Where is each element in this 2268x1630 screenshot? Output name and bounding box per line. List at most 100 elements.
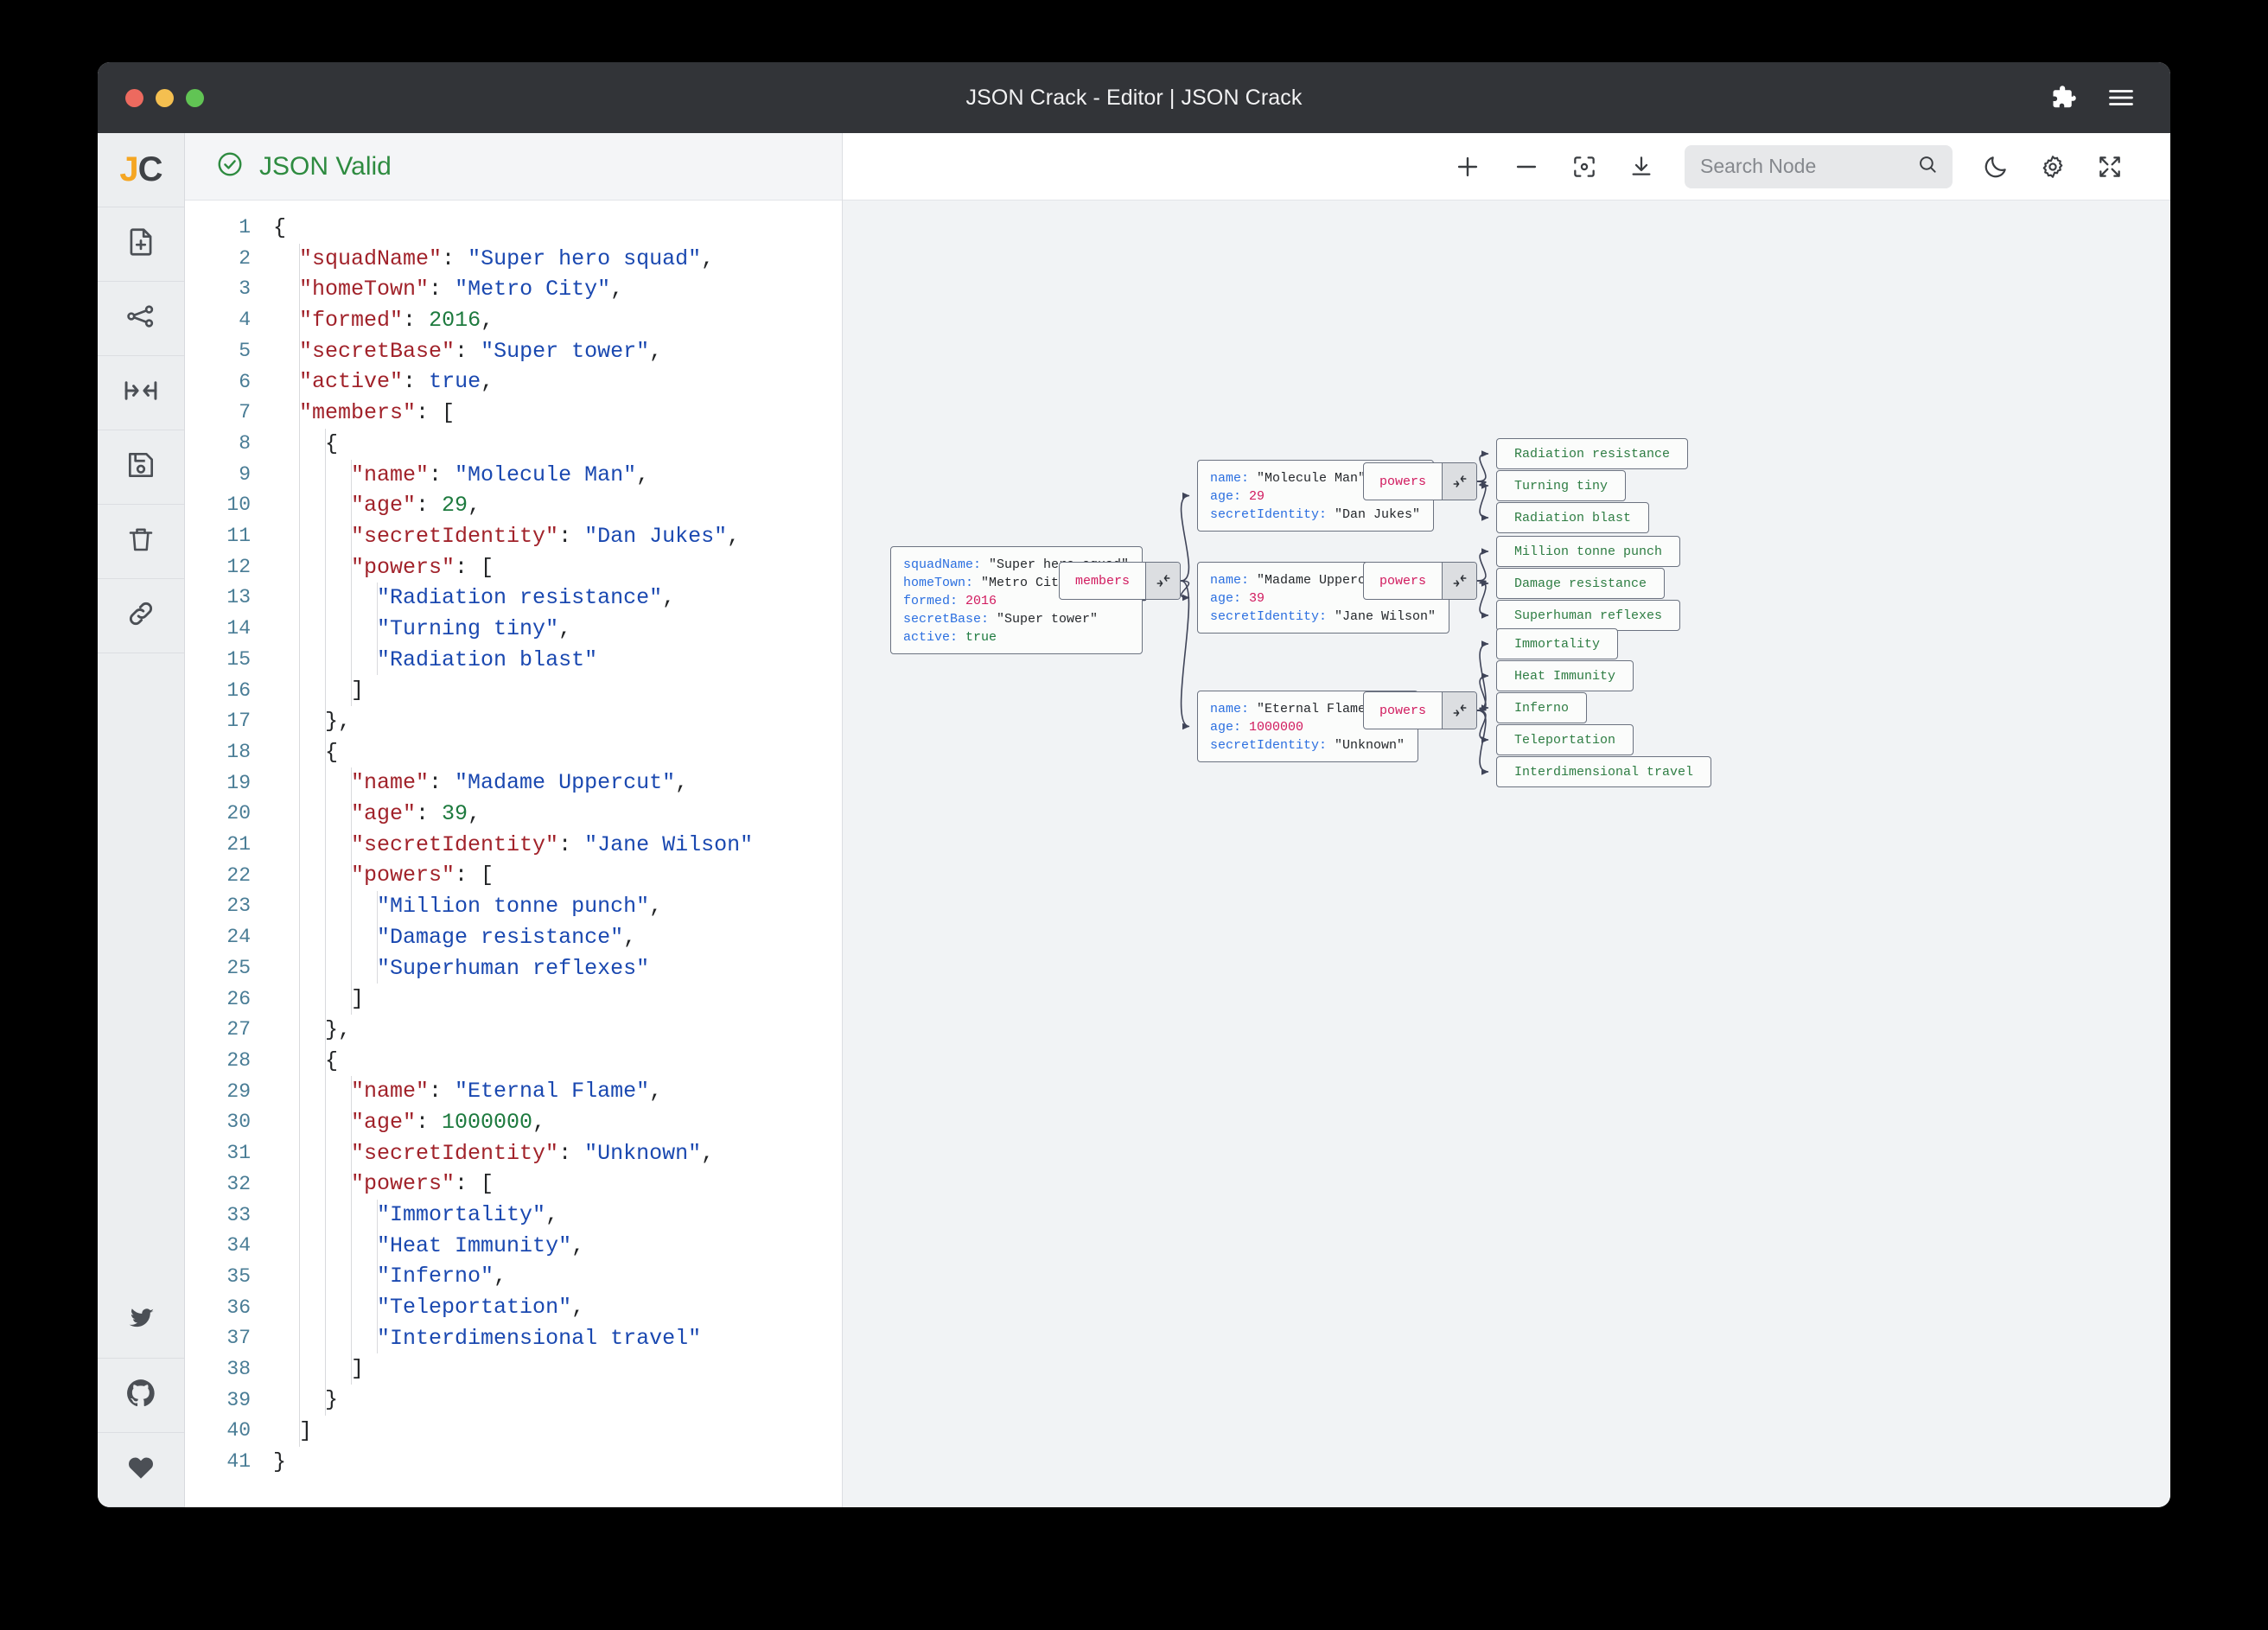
code-line: ] [273,1353,842,1385]
window-controls [98,88,204,107]
code-line: "powers": [ [273,551,842,583]
search-input[interactable] [1698,154,1909,179]
node-power-1-2[interactable]: Turning tiny [1496,470,1626,501]
code-line: "Radiation resistance", [273,583,842,614]
code-line: }, [273,1014,842,1046]
graph-edges [1043,450,1489,775]
code-line: } [273,1385,842,1416]
sidebar-spacer [98,653,184,1284]
search-icon[interactable] [1916,153,1939,180]
dark-mode-icon[interactable] [1982,153,2010,181]
window-titlebar: JSON Crack - Editor | JSON Crack [98,62,2170,133]
search-node-box[interactable] [1685,144,1953,188]
new-document-icon [124,226,157,263]
minimize-button[interactable] [156,88,174,107]
zoom-in-icon[interactable] [1453,152,1482,181]
collapse-node-button[interactable] [1145,563,1180,599]
code-line: } [273,1449,287,1474]
code-line: "squadName": "Super hero squad", [273,243,842,275]
code-line: ] [273,984,842,1015]
collapse-node-button[interactable] [1442,463,1476,500]
link-icon [124,597,157,634]
code-line: "Superhuman reflexes" [273,952,842,984]
node-row: name: "Molecule Man" [1210,471,1367,486]
node-members[interactable]: members [1059,562,1181,600]
github-icon [124,1377,157,1414]
code-line: "members": [ [273,398,842,429]
app-window: JSON Crack - Editor | JSON Crack JC [98,62,2170,1507]
node-power-3-5[interactable]: Interdimensional travel [1496,756,1711,787]
download-icon[interactable] [1628,153,1655,181]
puzzle-piece-icon[interactable] [2051,85,2077,111]
node-row: secretBase: "Super tower" [903,612,1099,627]
collapse-node-button[interactable] [1442,563,1476,599]
code-line: "homeTown": "Metro City", [273,274,842,306]
sidebar-item-share-graph[interactable] [98,282,184,356]
node-power-3-4[interactable]: Teleportation [1496,724,1634,755]
node-power-2-2[interactable]: Damage resistance [1496,568,1665,599]
node-power-3-1[interactable]: Immortality [1496,628,1618,659]
node-power-3-2[interactable]: Heat Immunity [1496,660,1634,691]
code-line: ] [273,675,842,706]
code-line: "Million tonne punch", [273,891,842,922]
sidebar-item-link[interactable] [98,579,184,653]
code-line: }, [273,706,842,737]
save-file-icon [124,449,157,486]
node-row: secretIdentity: "Unknown" [1210,738,1405,753]
sidebar-item-delete[interactable] [98,505,184,579]
maximize-button[interactable] [186,88,204,107]
settings-gear-icon[interactable] [2039,153,2067,181]
graph-canvas[interactable]: squadName: "Super hero squad"homeTown: "… [843,201,2170,1507]
code-line: "powers": [ [273,1168,842,1200]
node-powers-1[interactable]: powers [1363,462,1477,500]
app-body: JC [98,133,2170,1507]
sidebar-item-github[interactable] [98,1359,184,1433]
node-power-2-1[interactable]: Million tonne punch [1496,536,1680,567]
sidebar-item-twitter[interactable] [98,1284,184,1359]
node-label: members [1075,573,1131,589]
app-logo[interactable]: JC [98,133,184,207]
code-content[interactable]: { "squadName": "Super hero squad", "home… [264,201,842,1507]
node-powers-2[interactable]: powers [1363,562,1477,600]
collapse-node-button[interactable] [1442,692,1476,729]
code-line: "name": "Madame Uppercut", [273,767,842,799]
json-status-text: JSON Valid [259,151,392,181]
code-line: "secretIdentity": "Unknown", [273,1137,842,1169]
sidebar-item-support[interactable] [98,1433,184,1507]
window-title: JSON Crack - Editor | JSON Crack [965,85,1303,110]
code-line: "Inferno", [273,1261,842,1293]
code-line: "formed": 2016, [273,305,842,336]
left-sidebar: JC [98,133,185,1507]
node-power-2-3[interactable]: Superhuman reflexes [1496,600,1680,631]
code-line: "secretIdentity": "Dan Jukes", [273,520,842,552]
trash-icon [125,524,156,559]
node-power-3-3[interactable]: Inferno [1496,692,1587,723]
node-power-1-1[interactable]: Radiation resistance [1496,438,1688,469]
code-line: ] [273,1415,842,1447]
code-line: "secretIdentity": "Jane Wilson" [273,829,842,861]
close-button[interactable] [125,88,143,107]
code-line: "Immortality", [273,1200,842,1231]
editor-status-bar: JSON Valid [185,133,842,201]
code-line: "Radiation blast" [273,644,842,676]
sidebar-item-collapse[interactable] [98,356,184,430]
graph-toolbar [843,133,2170,201]
node-power-1-3[interactable]: Radiation blast [1496,502,1649,533]
hamburger-menu-icon[interactable] [2108,87,2134,108]
code-line: "name": "Molecule Man", [273,459,842,491]
node-powers-3[interactable]: powers [1363,691,1477,729]
node-row: secretIdentity: "Dan Jukes" [1210,507,1421,522]
zoom-out-icon[interactable] [1512,152,1541,181]
code-line: { [273,736,842,768]
sidebar-item-new-document[interactable] [98,207,184,282]
center-focus-icon[interactable] [1570,153,1598,181]
code-line: "Damage resistance", [273,921,842,953]
fullscreen-icon[interactable] [2096,153,2124,181]
share-graph-icon [124,300,157,337]
code-line: { [273,215,287,240]
code-line: "powers": [ [273,860,842,892]
sidebar-item-save[interactable] [98,430,184,505]
node-row: age: 39 [1210,591,1265,606]
node-row: name: "Eternal Flame" [1210,702,1374,716]
